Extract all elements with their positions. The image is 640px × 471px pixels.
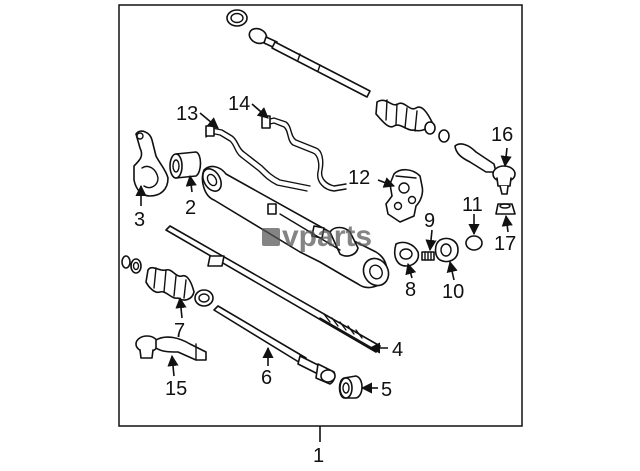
callout-10: 10 bbox=[442, 281, 464, 303]
upper-boot bbox=[375, 99, 433, 132]
upper-tie-rod-group bbox=[226, 9, 450, 143]
callout-12: 12 bbox=[348, 167, 370, 189]
callout-16: 16 bbox=[491, 124, 513, 146]
part-6-inner-tie-rod bbox=[213, 305, 336, 385]
callout-14: 14 bbox=[228, 93, 250, 115]
part-8-yoke bbox=[393, 241, 420, 267]
callout-9: 9 bbox=[424, 210, 435, 232]
part-17-nut bbox=[495, 203, 516, 215]
upper-clamp-ring bbox=[226, 9, 248, 27]
callout-6: 6 bbox=[261, 367, 272, 389]
part-15-outer-tie-rod-end bbox=[135, 335, 207, 361]
part-11-cap bbox=[465, 235, 483, 251]
callout-1: 1 bbox=[313, 445, 324, 467]
part-14-line bbox=[261, 115, 347, 192]
callout-5: 5 bbox=[381, 379, 392, 401]
left-small-rings bbox=[121, 255, 142, 274]
callout-3: 3 bbox=[134, 209, 145, 231]
part-5-bushing bbox=[338, 375, 363, 399]
part-3-bracket bbox=[133, 130, 169, 197]
upper-small-ring-a bbox=[424, 121, 436, 135]
callout-4: 4 bbox=[392, 339, 403, 361]
rack-housing bbox=[201, 165, 390, 289]
callout-13: 13 bbox=[176, 103, 198, 125]
leader-lines bbox=[135, 103, 513, 394]
callout-7: 7 bbox=[174, 320, 185, 342]
callout-17: 17 bbox=[494, 233, 516, 255]
callout-11: 11 bbox=[462, 194, 483, 216]
callout-8: 8 bbox=[405, 279, 416, 301]
callout-2: 2 bbox=[185, 197, 196, 219]
outer-tie-rod-end-right bbox=[454, 143, 516, 195]
part-9-plug bbox=[421, 251, 435, 261]
watermark-text: vparts bbox=[282, 220, 372, 253]
part-10-seal bbox=[434, 237, 459, 263]
upper-small-ring-b bbox=[438, 129, 450, 143]
part-7-boot bbox=[145, 266, 214, 307]
part-7-clamp bbox=[194, 289, 214, 307]
rack-shaft bbox=[165, 225, 381, 353]
upper-inner-tie-rod bbox=[271, 41, 371, 98]
watermark: vparts bbox=[262, 220, 372, 253]
part-12-valve-housing bbox=[385, 168, 424, 223]
callout-15: 15 bbox=[165, 378, 187, 400]
part-2-bushing bbox=[169, 151, 202, 179]
